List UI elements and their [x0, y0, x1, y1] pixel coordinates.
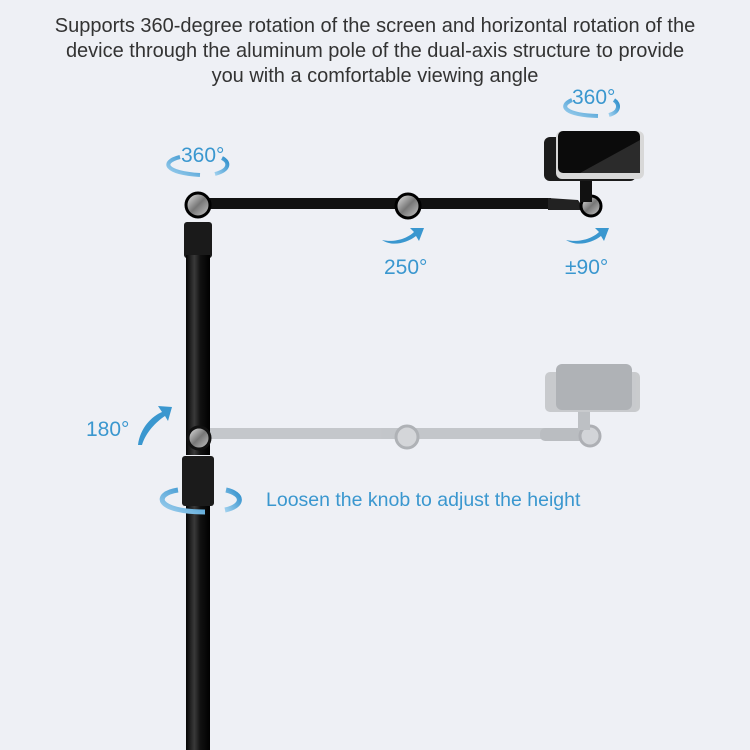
headline-line-1: Supports 360-degree rotation of the scre…: [54, 15, 696, 37]
rotate-180-arrow-icon: [138, 406, 172, 445]
rotate-250-arrow-icon: [382, 228, 424, 244]
headline: Supports 360-degree rotation of the scre…: [20, 14, 730, 89]
headline-line-3: you with a comfortable viewing angle: [211, 65, 539, 87]
arm: [184, 180, 603, 220]
height-knob-rotate-icon: [159, 487, 242, 515]
headline-line-2: device through the aluminum pole of the …: [65, 40, 685, 62]
pole: [182, 222, 214, 750]
ghost-arm: [210, 364, 640, 450]
label-360-top-left: 360°: [181, 144, 225, 167]
rotate-360-top-left-icon: [166, 155, 230, 177]
rotate-360-top-right-icon: [563, 98, 620, 118]
phone-holder: [544, 131, 644, 181]
label-250: 250°: [384, 256, 428, 279]
label-360-top-right: 360°: [572, 86, 616, 109]
height-adjust-note: Loosen the knob to adjust the height: [266, 489, 581, 511]
rotate-90-arrow-icon: [566, 228, 609, 244]
label-180: 180°: [86, 418, 130, 441]
label-plus-minus-90: ±90°: [565, 256, 609, 279]
